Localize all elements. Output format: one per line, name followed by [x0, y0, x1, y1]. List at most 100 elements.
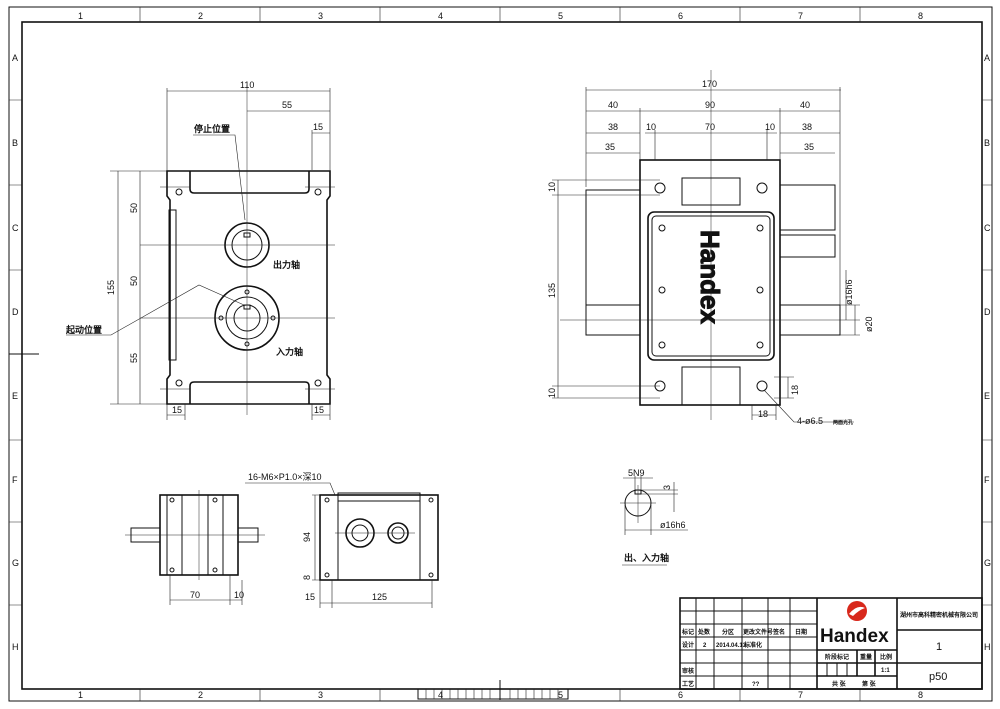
output-shaft-label: 出力轴: [273, 259, 300, 270]
dim-38-left: 38: [608, 122, 618, 132]
stage-mark-label: 阶段标记: [825, 653, 849, 661]
shaft-detail-label: 出、入力轴: [624, 552, 669, 563]
col-label: 2: [198, 11, 203, 21]
header-mark: 标记: [681, 628, 694, 636]
brand-logo: Handex: [820, 601, 889, 647]
row-label: A: [12, 53, 18, 63]
dim-155: 155: [106, 280, 116, 295]
outer-frame: [8, 6, 993, 702]
row-label: D: [12, 307, 19, 317]
row-label: F: [984, 475, 990, 485]
sheets-total: 共 张: [832, 680, 847, 688]
key-depth-dim: 3: [662, 485, 672, 490]
dim-18-horizontal: 18: [758, 409, 768, 419]
dim-90: 90: [705, 100, 715, 110]
dim-15-bottom: 15: [305, 592, 315, 602]
dim-94: 94: [302, 532, 312, 542]
row-label: D: [984, 307, 991, 317]
dim-10-top: 10: [547, 182, 557, 192]
standardization-label: 标准化: [743, 641, 762, 649]
dim-55-top: 55: [282, 100, 292, 110]
row-label: F: [12, 475, 18, 485]
dim-10-right: 10: [765, 122, 775, 132]
dim-125: 125: [372, 592, 387, 602]
col-label: 1: [78, 11, 83, 21]
dim-50-b: 50: [129, 276, 139, 286]
inner-frame: [21, 21, 983, 690]
grid-left: A B C D E F G H: [12, 53, 19, 652]
company-name: 湖州市高科精密机械有限公司: [900, 611, 978, 619]
design-date: 2014.04.13: [716, 643, 747, 649]
header-count: 处数: [697, 628, 711, 636]
col-label: 6: [678, 11, 683, 21]
col-label: 3: [318, 11, 323, 21]
col-label: 7: [798, 11, 803, 21]
col-label: 5: [558, 11, 563, 21]
dim-55-left: 55: [129, 353, 139, 363]
brand-embossed: Handex: [695, 230, 725, 324]
dim-shaft-16h6: ø16h6: [844, 279, 854, 305]
grid-right: A B C D E F G H: [984, 53, 991, 652]
design-count: 2: [703, 643, 707, 649]
header-sign: 签名: [772, 628, 785, 636]
row-label: B: [12, 138, 18, 148]
review-label: 审核: [682, 667, 694, 675]
centering-mark: [9, 346, 569, 700]
dim-110: 110: [240, 80, 254, 90]
grid-bottom: 1 2 3 4 5 6 7 8: [78, 690, 923, 700]
weight-label: 重量: [860, 653, 872, 661]
stop-position-label: 停止位置: [194, 123, 230, 134]
row-label: C: [12, 223, 19, 233]
model-name: p50: [929, 671, 947, 683]
grid-top: 1 2 3 4 5 6 7 8: [78, 11, 923, 21]
row-label: H: [984, 642, 991, 652]
row-label: G: [984, 558, 991, 568]
shaft-detail: 5N9 3 ø16h6 出、入力轴: [620, 468, 688, 566]
dim-10-bottom: 10: [547, 388, 557, 398]
col-label: 8: [918, 11, 923, 21]
holes-note: 两面光孔: [833, 419, 853, 426]
dim-15-right: 15: [314, 405, 324, 415]
dim-18-vertical: 18: [790, 385, 800, 395]
start-position-label: 起动位置: [65, 324, 102, 335]
sheet-number: 第 张: [861, 680, 877, 688]
process-value: ??: [752, 682, 760, 688]
row-label: A: [984, 53, 990, 63]
dim-40-left: 40: [608, 100, 618, 110]
side-view: Handex 170 40 90 40 38 10 70 10 38 35 35…: [547, 70, 874, 426]
holes-callout: 4-ø6.5: [797, 416, 823, 426]
dim-170: 170: [702, 79, 717, 89]
col-label: 6: [678, 690, 683, 700]
col-label: 2: [198, 690, 203, 700]
dim-8: 8: [302, 575, 312, 580]
dim-15-left: 15: [172, 405, 182, 415]
header-change-doc: 更改文件号: [743, 628, 773, 636]
thread-callout: 16-M6×P1.0×深10: [248, 472, 322, 482]
col-label: 8: [918, 690, 923, 700]
row-label: C: [984, 223, 991, 233]
design-label: 设计: [682, 641, 694, 649]
top-view: 70 10: [125, 490, 265, 605]
title-block: Handex 湖州市高科精密机械有限公司 1 p50 标记 处数 分区 更改文件…: [679, 597, 983, 690]
row-label: H: [12, 642, 19, 652]
dim-40-right: 40: [800, 100, 810, 110]
scale-value: 1:1: [881, 668, 890, 674]
dim-35-left: 35: [605, 142, 615, 152]
svg-text:Handex: Handex: [820, 626, 889, 647]
dim-10-left: 10: [646, 122, 656, 132]
col-label: 1: [78, 690, 83, 700]
col-label: 4: [438, 11, 443, 21]
front-view: 110 55 15 155 50 50 55 15 15 停止位置 起动位置 出…: [65, 80, 335, 420]
drawing-number: 1: [936, 641, 942, 653]
dim-70: 70: [705, 122, 715, 132]
shaft-dia-dim: ø16h6: [660, 520, 686, 530]
row-label: E: [12, 391, 18, 401]
input-shaft-label: 入力轴: [275, 346, 303, 357]
header-date: 日期: [795, 628, 807, 636]
dim-50-a: 50: [129, 203, 139, 213]
dim-38-right: 38: [802, 122, 812, 132]
header-zone: 分区: [722, 628, 734, 636]
dim-135: 135: [547, 283, 557, 298]
col-label: 3: [318, 690, 323, 700]
